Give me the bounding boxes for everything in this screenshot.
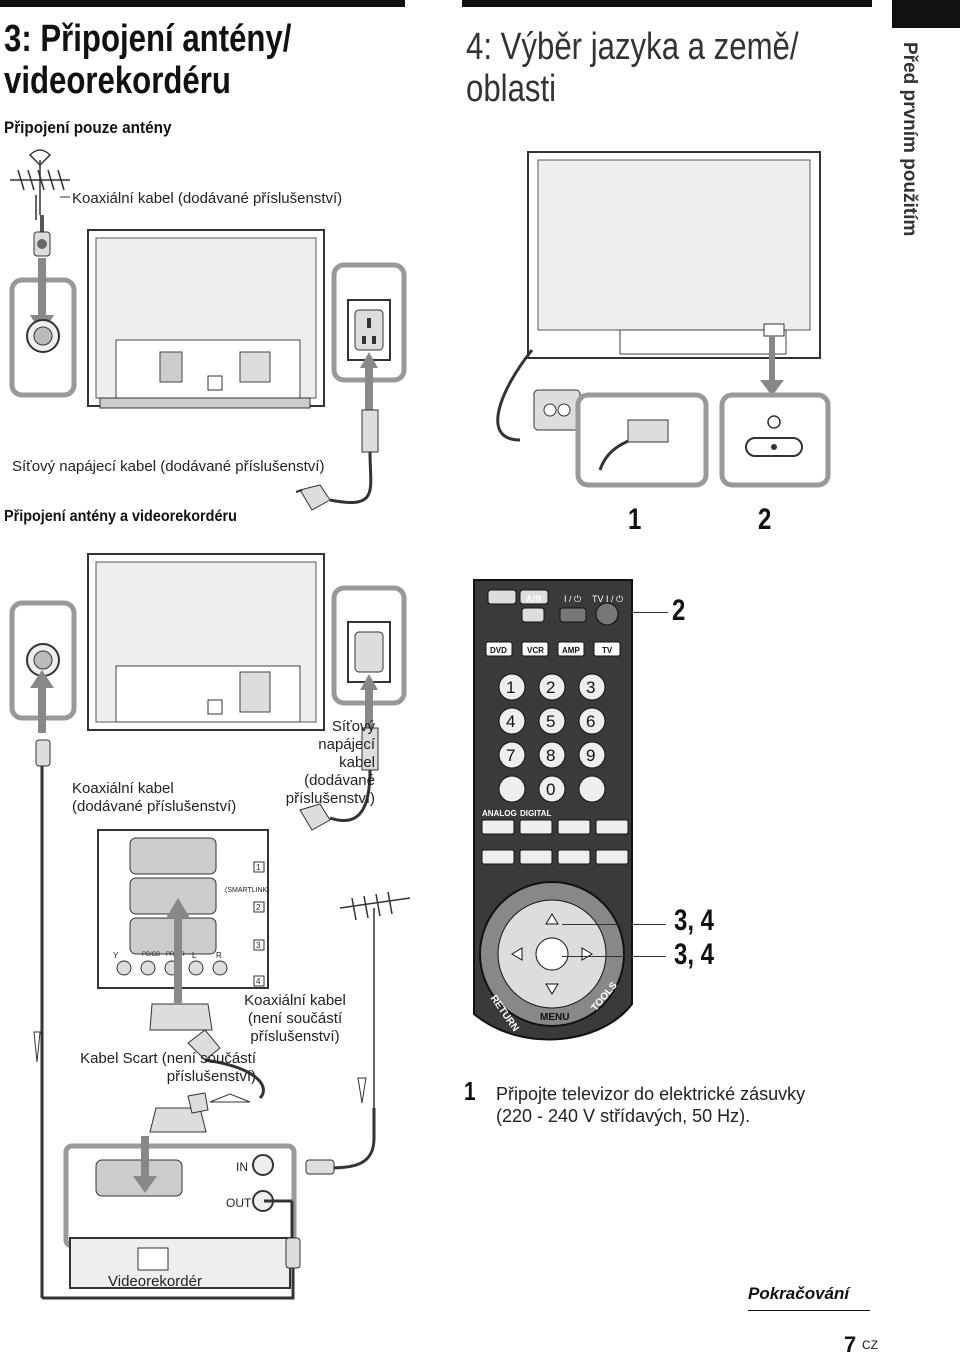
svg-text:VCR: VCR [527, 646, 544, 655]
continued-underline [748, 1310, 870, 1311]
remote-ab-label: A/B [526, 594, 542, 604]
remote-menu-label: MENU [540, 1012, 569, 1023]
page-suffix: CZ [862, 1338, 878, 1352]
power-cable-label: Síťový napájecí kabel (dodávané přísluše… [12, 458, 325, 475]
port-3-label: 3 [256, 941, 261, 950]
power-label-2: Síťový napájecí kabel (dodávané přísluše… [285, 718, 375, 807]
remote-nav-ring [479, 881, 625, 1027]
port-2-label: 2 [256, 903, 261, 912]
step1-number: 1 [464, 1076, 476, 1106]
callout-2-remote: 2 [672, 594, 686, 627]
remote-digital-label: DIGITAL [520, 809, 552, 818]
vcr-icon [63, 1143, 297, 1289]
coax-label: Koaxiální kabel (dodávané příslušenství) [72, 190, 343, 207]
svg-text:7: 7 [506, 746, 515, 765]
svg-text:DVD: DVD [490, 646, 507, 655]
svg-text:5: 5 [546, 712, 555, 731]
scart-label: Kabel Scart (není součástí příslušenství… [80, 1050, 256, 1085]
tv-front-diagram [496, 151, 831, 488]
smartlink-label: (SMARTLINK) [225, 887, 270, 894]
callout-34-b: 3, 4 [674, 938, 715, 971]
section3-title: 3: Připojení antény/ videorekordéru [4, 18, 292, 102]
coax-plug-icon [33, 215, 51, 257]
remote-tv-power-label: TV I / ⏻ [592, 594, 623, 604]
wall-socket-icon [533, 389, 581, 431]
section4-title: 4: Výběr jazyka a země/ oblasti [466, 26, 799, 110]
antenna-only-diagram [9, 149, 407, 511]
page-number: 7 [844, 1332, 857, 1357]
svg-text:4: 4 [506, 712, 515, 731]
coax-label-2: Koaxiální kabel (dodávané příslušenství) [72, 780, 237, 815]
callout-1: 1 [628, 503, 642, 536]
section3-subtitle2: Připojení antény a videorekordéru [4, 508, 237, 525]
side-tab-label: Před prvním použitím [899, 42, 920, 237]
callout-line-34b [562, 956, 666, 957]
coax-label-3: Koaxiální kabel (není součástí příslušen… [244, 992, 346, 1045]
port-1-label: 1 [256, 863, 261, 872]
svg-text:2: 2 [546, 678, 555, 697]
side-tab: Před prvním použitím [886, 42, 926, 272]
vcr-label: Videorekordér [108, 1273, 202, 1290]
antenna-icon-2 [339, 891, 411, 1108]
tv-rear-icon [87, 229, 325, 409]
scart-plug-icon-2 [149, 1092, 209, 1133]
callout-line-2 [620, 612, 668, 613]
callout-2: 2 [758, 503, 772, 536]
svg-text:1: 1 [506, 678, 515, 697]
callout-34-a: 3, 4 [674, 904, 715, 937]
svg-text:AMP: AMP [562, 646, 580, 655]
svg-text:6: 6 [586, 712, 595, 731]
antenna-icon [10, 149, 70, 220]
power-plug-icon [295, 484, 331, 511]
jack-l-label: L [192, 951, 197, 960]
side-tab-block [892, 0, 960, 28]
tv-front-icon [527, 151, 821, 359]
remote-analog-label: ANALOG [482, 809, 517, 818]
continued-label: Pokračování [748, 1284, 850, 1303]
scart-plug-icon [149, 1003, 221, 1061]
svg-text:0: 0 [546, 780, 555, 799]
remote-power-label: I / ⏻ [564, 594, 581, 604]
remote-number-pad: 1 2 3 4 5 6 7 8 9 0 [498, 673, 606, 803]
svg-text:8: 8 [546, 746, 555, 765]
jack-r-label: R [216, 951, 222, 960]
svg-text:3: 3 [586, 678, 595, 697]
svg-text:TV: TV [602, 646, 613, 655]
vcr-in-label: IN [236, 1160, 248, 1174]
remote-source-row: DVD VCR AMP TV [485, 641, 621, 657]
jack-pb-label: PB/CB [142, 952, 160, 958]
callout-line-34a [562, 924, 666, 925]
svg-text:9: 9 [586, 746, 595, 765]
port-4-label: 4 [256, 977, 261, 986]
header-bar-right [462, 0, 872, 7]
tv-rear-icon-2 [87, 553, 325, 731]
vcr-out-label: OUT [226, 1196, 252, 1210]
jack-y-label: Y [113, 951, 119, 960]
section3-subtitle: Připojení pouze antény [4, 118, 172, 137]
antenna-vcr-diagram: 1 (SMARTLINK) 2 3 4 Y PB/CB PR/CR L R [9, 553, 411, 1300]
header-bar-left [0, 0, 405, 7]
step1-text: Připojte televizor do elektrické zásuvky… [496, 1084, 806, 1126]
remote-control: A/B I / ⏻ TV I / ⏻ DVD VCR AMP TV 1 2 3 … [473, 579, 633, 1041]
